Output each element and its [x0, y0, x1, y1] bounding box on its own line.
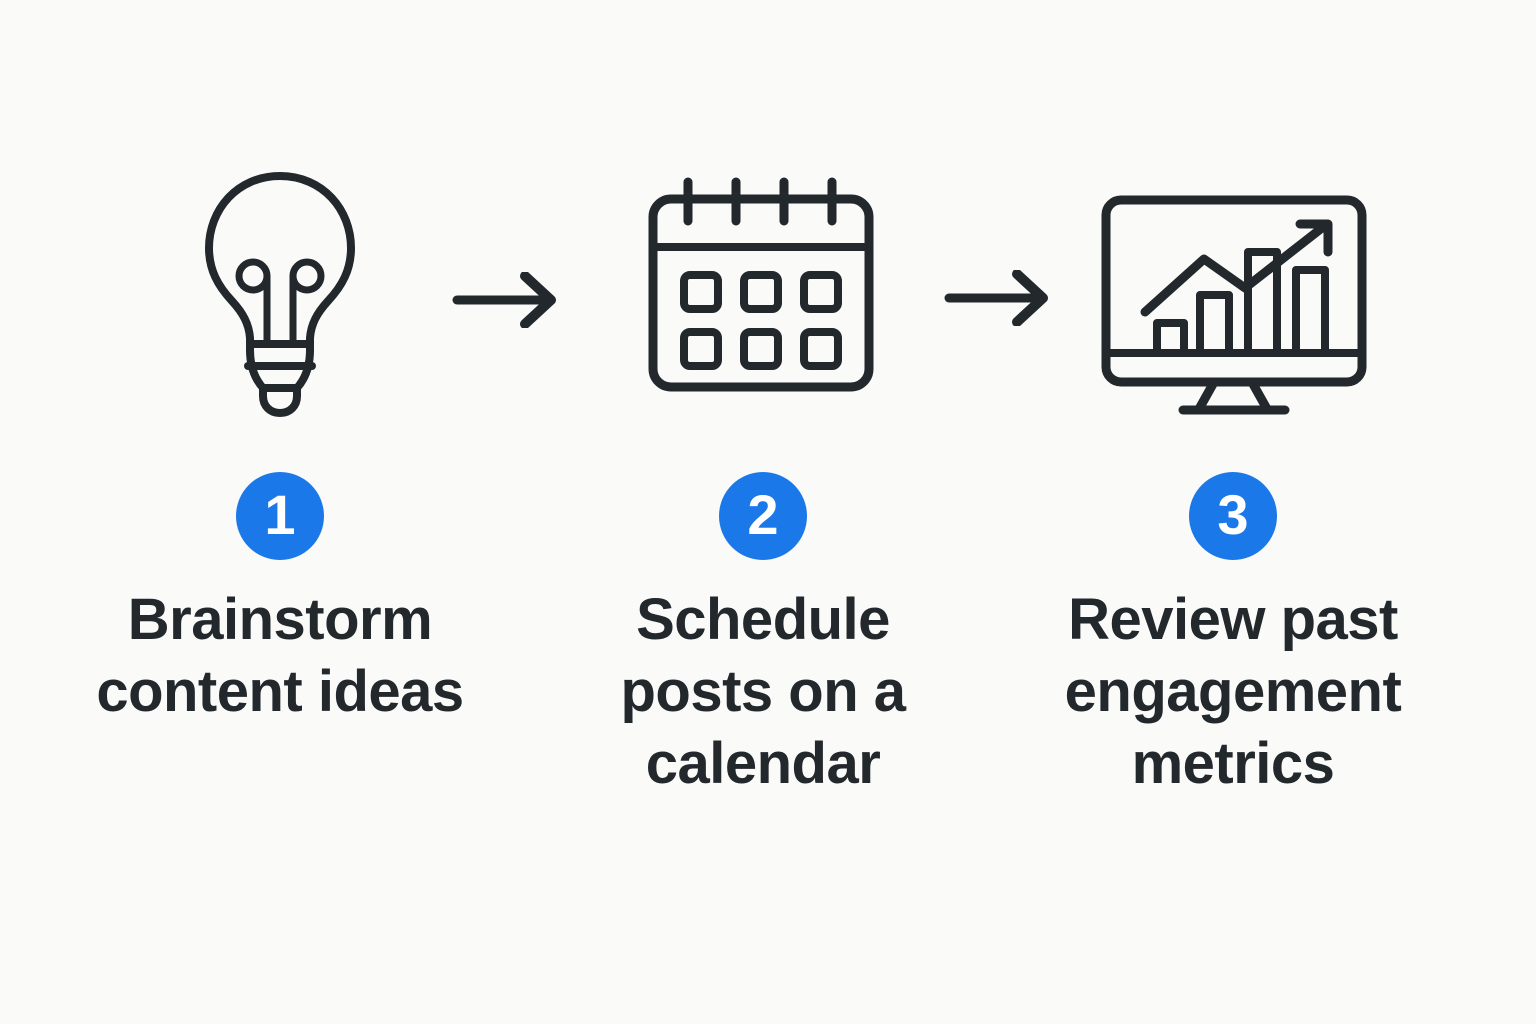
- lightbulb-icon: [205, 172, 355, 417]
- step-label-line: Review past: [1068, 587, 1398, 652]
- step-number-badge: 3: [1189, 472, 1277, 560]
- calendar-icon: [648, 177, 874, 392]
- step-label-line: content ideas: [96, 659, 464, 724]
- step-number-badge: 2: [719, 472, 807, 560]
- step-2: 2 Schedule posts on a calendar: [543, 0, 983, 1024]
- step-3: 3 Review past engagement metrics: [1013, 0, 1453, 1024]
- step-1: 1 Brainstorm content ideas: [60, 0, 500, 1024]
- step-number-badge: 1: [236, 472, 324, 560]
- step-label-line: engagement: [1064, 659, 1402, 724]
- step-label: Schedule posts on a calendar: [543, 584, 983, 800]
- step-number: 2: [747, 482, 779, 546]
- step-label: Review past engagement metrics: [1013, 584, 1453, 800]
- step-label-line: metrics: [1131, 731, 1335, 796]
- step-label-line: Brainstorm: [127, 587, 433, 652]
- monitor-chart-icon: [1101, 195, 1367, 415]
- step-label-line: posts on a: [620, 659, 906, 724]
- step-label: Brainstorm content ideas: [60, 584, 500, 728]
- arrow-right-icon: [452, 272, 556, 328]
- step-label-line: Schedule: [636, 587, 890, 652]
- arrow-right-icon: [944, 270, 1048, 326]
- step-number: 1: [264, 482, 296, 546]
- step-number: 3: [1217, 482, 1249, 546]
- step-label-line: calendar: [645, 731, 881, 796]
